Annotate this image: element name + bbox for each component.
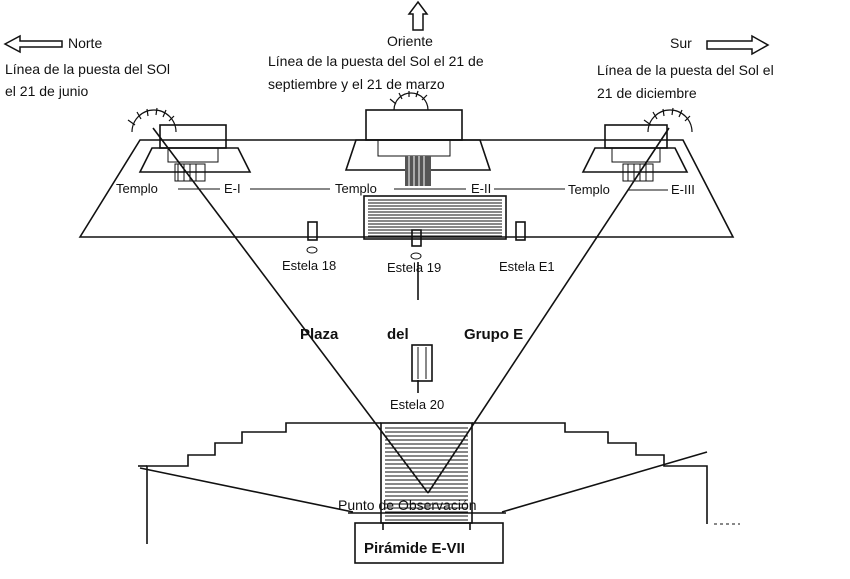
sightline-south	[427, 127, 670, 494]
stela-19-marker	[411, 229, 422, 247]
temple-id-e-iii: E-III	[671, 182, 695, 197]
stela-18-marker	[307, 221, 318, 241]
temple-label-e-iii: Templo	[568, 182, 610, 197]
stela-20-marker	[411, 344, 433, 382]
temple-e-iii	[581, 124, 689, 182]
south-label: Sur	[670, 35, 692, 51]
sun-icon-east	[389, 90, 429, 111]
south-line1: Línea de la puesta del Sol el	[597, 62, 774, 78]
north-label: Norte	[68, 35, 102, 51]
stela-18-label: Estela 18	[282, 258, 336, 273]
temple-label-e-i: Templo	[116, 181, 158, 196]
temple-e-i	[138, 124, 252, 182]
east-label: Oriente	[387, 33, 433, 49]
south-arrow-icon	[706, 34, 770, 56]
south-line2: 21 de diciembre	[597, 85, 697, 101]
sun-icon-south	[643, 107, 693, 133]
stela-19-label: Estela 19	[387, 260, 441, 275]
east-line1: Línea de la puesta del Sol el 21 de	[268, 53, 484, 69]
plaza-word-2: del	[387, 326, 409, 343]
stela-e1-marker	[515, 221, 526, 241]
central-staircase	[363, 195, 507, 240]
temple-id-e-i: E-I	[224, 181, 241, 196]
north-line2: el 21 de junio	[5, 83, 89, 99]
stela-20-label: Estela 20	[390, 397, 444, 412]
north-line1: Línea de la puesta del SOl	[5, 61, 170, 77]
sightline-north	[152, 127, 429, 494]
east-arrow-icon	[407, 0, 429, 31]
stela-e1-label: Estela E1	[499, 259, 555, 274]
north-arrow-icon	[3, 34, 63, 54]
plaza-word-3: Grupo E	[464, 326, 523, 343]
observation-point-label: Punto de Observación	[338, 497, 477, 513]
temple-label-e-ii: Templo	[335, 181, 377, 196]
temple-e-ii	[344, 109, 492, 186]
plaza-word-1: Plaza	[300, 326, 339, 343]
sun-icon-north	[127, 107, 177, 133]
pyramid-e-vii	[138, 422, 740, 564]
temple-id-e-ii: E-II	[471, 181, 491, 196]
east-line2: septiembre y el 21 de marzo	[268, 76, 445, 92]
pyramid-label: Pirámide E-VII	[364, 540, 465, 557]
